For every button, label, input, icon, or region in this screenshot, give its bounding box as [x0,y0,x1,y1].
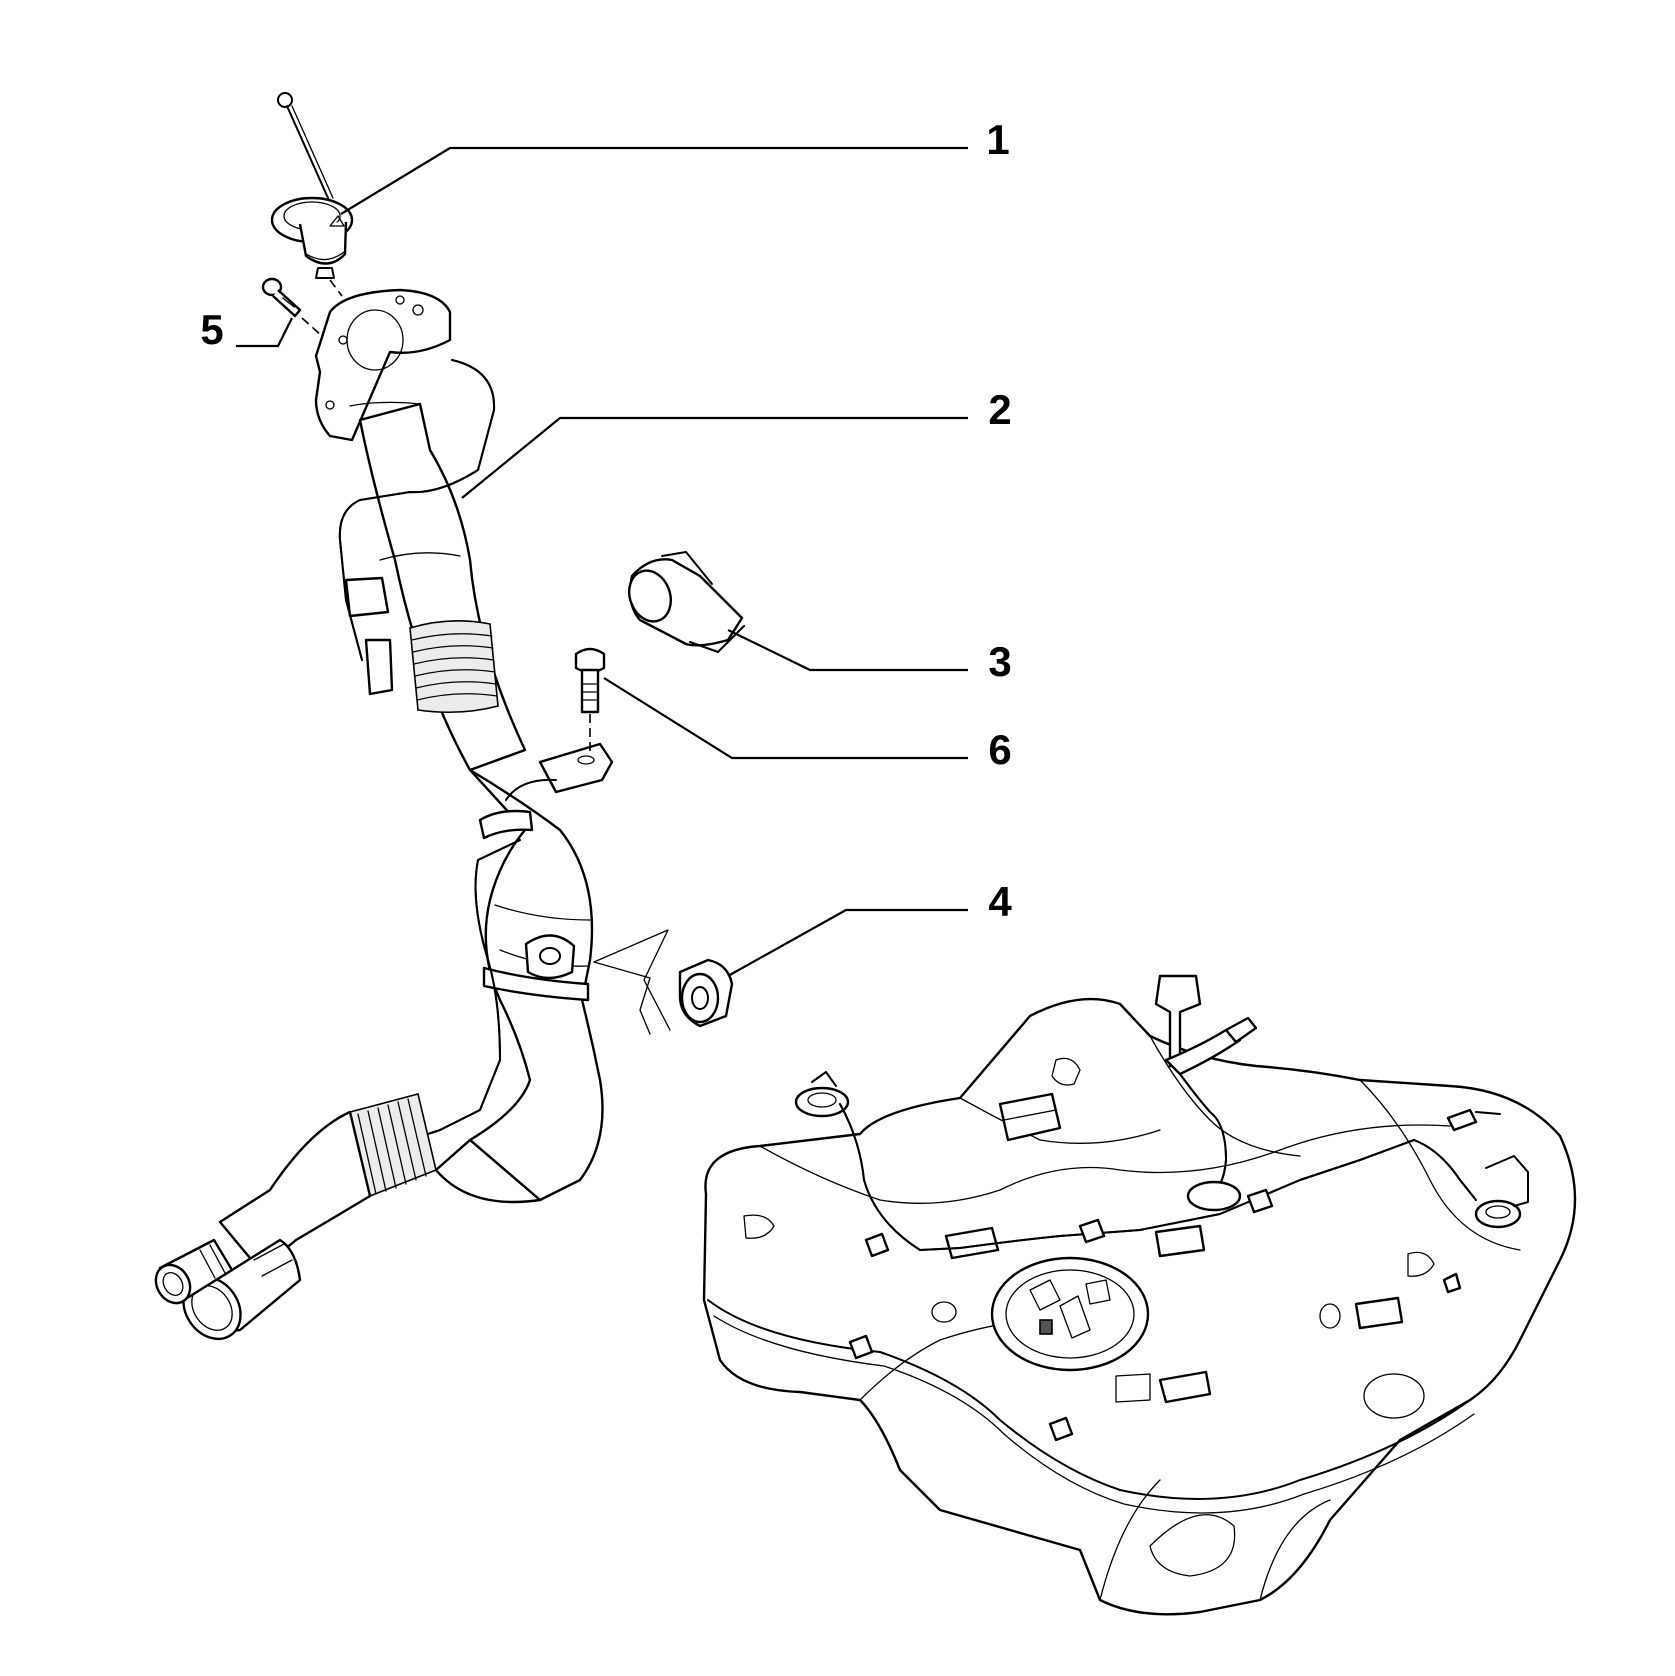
leader-line-2 [461,416,968,499]
nut [593,929,734,1035]
callout-1: 1 [986,116,1009,163]
fuel-pump-flange [990,1256,1150,1372]
leader-line-5 [236,317,293,348]
leader-line-1 [340,146,968,215]
lower-corrugated-section [349,1093,437,1198]
leader-lines [236,146,968,977]
corrugated-section [409,620,499,714]
fuel-tank [702,974,1577,1616]
callout-numbers: 1 2 3 4 5 6 [200,116,1012,925]
leader-line-4 [727,908,968,977]
screw [261,277,323,337]
callout-4: 4 [988,878,1012,925]
tank-top-bracket [1154,974,1258,1212]
tank-inlet-right [1474,1155,1529,1229]
callout-2: 2 [988,386,1011,433]
callout-3: 3 [988,638,1011,685]
leader-line-6 [603,677,968,760]
fuel-filler-cap [270,92,354,297]
bolt [574,647,606,752]
rubber-pad [628,551,745,653]
callout-6: 6 [988,726,1011,773]
tank-inlet-left [794,1071,961,1251]
fuel-filler-neck [154,288,614,1341]
callout-5: 5 [200,306,223,353]
tank-right-connectors [1413,1108,1501,1201]
leader-line-3 [727,629,968,672]
